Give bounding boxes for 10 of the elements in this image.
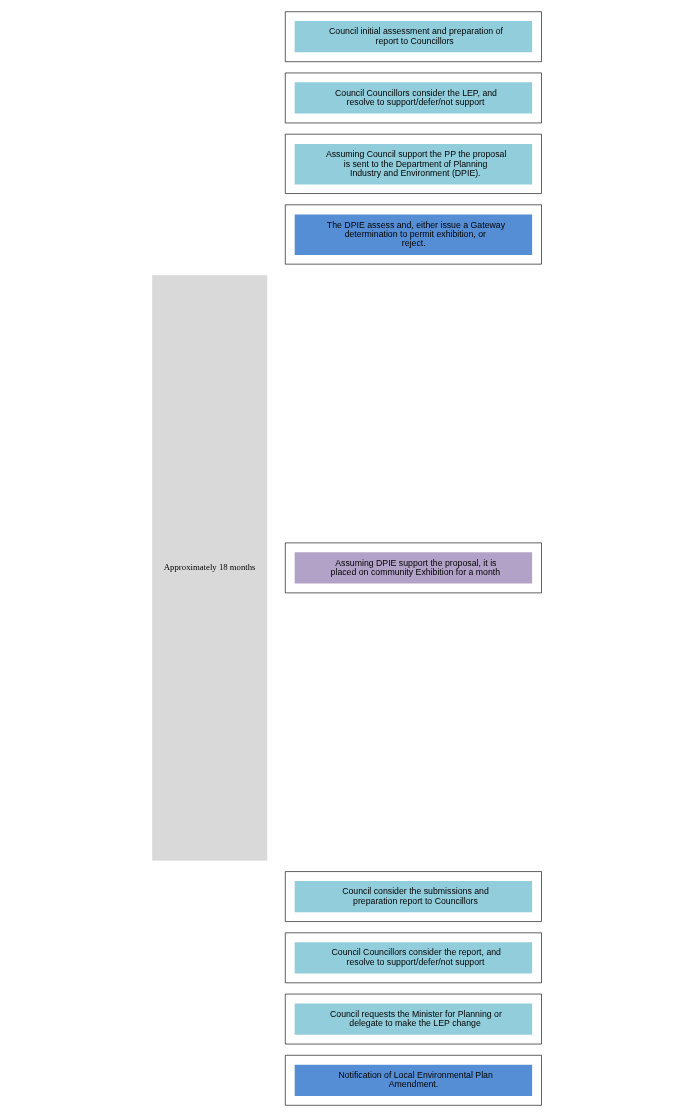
node-box: Council Councillors consider the report, and resolve to support/defer/not support (284, 932, 542, 984)
node-box: Council requests the Minister for Planning or delegate to make the LEP change (284, 993, 542, 1045)
node-box: Notification of Local Environmental Plan Amendment. (284, 1055, 542, 1106)
node-box: The DPIE assess and, either issue a Gateway determination to permit exhibition, or reject. (284, 204, 542, 265)
node-box: Assuming Council support the PP the proposal is sent to the Department of Planning Industry and Environment (DPIE). (284, 133, 542, 194)
node-box: Council Councillors consider the LEP, and resolve to support/defer/not support (284, 72, 542, 124)
node-box: Approximately 18 months (151, 275, 267, 861)
node-box: Council consider the submissions and preparation report to Councillors (284, 871, 542, 922)
node-box: Assuming DPIE support the proposal, it is placed on community Exhibition for a month (284, 542, 542, 594)
node-box: Council initial assessment and preparation of report to Councillors (284, 11, 542, 62)
